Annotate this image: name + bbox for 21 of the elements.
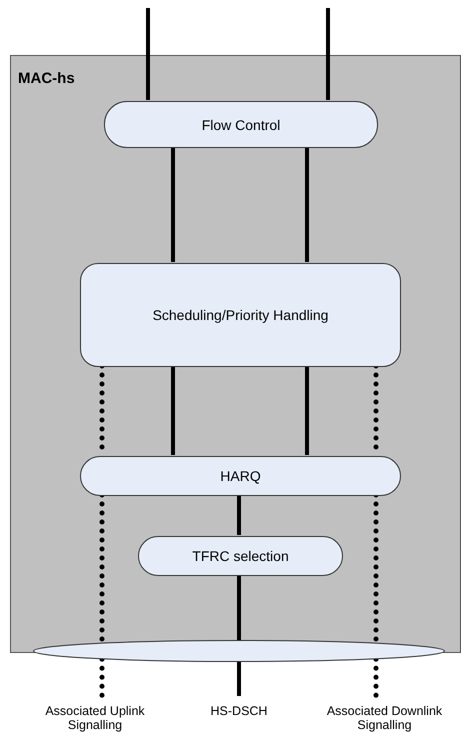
connector-line [171, 366, 175, 455]
ellipse-shape [33, 640, 445, 662]
connector-line [237, 575, 241, 640]
connector-line [237, 495, 241, 535]
channel-label: Associated Uplink Signalling [20, 696, 170, 742]
dotted-connector [374, 656, 378, 698]
channel-label: Associated Downlink Signalling [312, 696, 457, 742]
connector-line [146, 8, 150, 100]
channel-label: HS-DSCH [194, 696, 284, 742]
connector-line [305, 147, 309, 262]
connector-line [305, 366, 309, 455]
process-box: HARQ [80, 456, 401, 496]
process-box: Scheduling/Priority Handling [80, 263, 401, 367]
connector-line [237, 662, 241, 696]
module-panel [10, 55, 461, 653]
connector-line [171, 147, 175, 262]
dotted-connector [100, 656, 104, 698]
module-title: MAC-hs [18, 70, 75, 87]
process-box: TFRC selection [138, 536, 343, 576]
process-box: Flow Control [104, 101, 378, 148]
connector-line [326, 8, 330, 100]
